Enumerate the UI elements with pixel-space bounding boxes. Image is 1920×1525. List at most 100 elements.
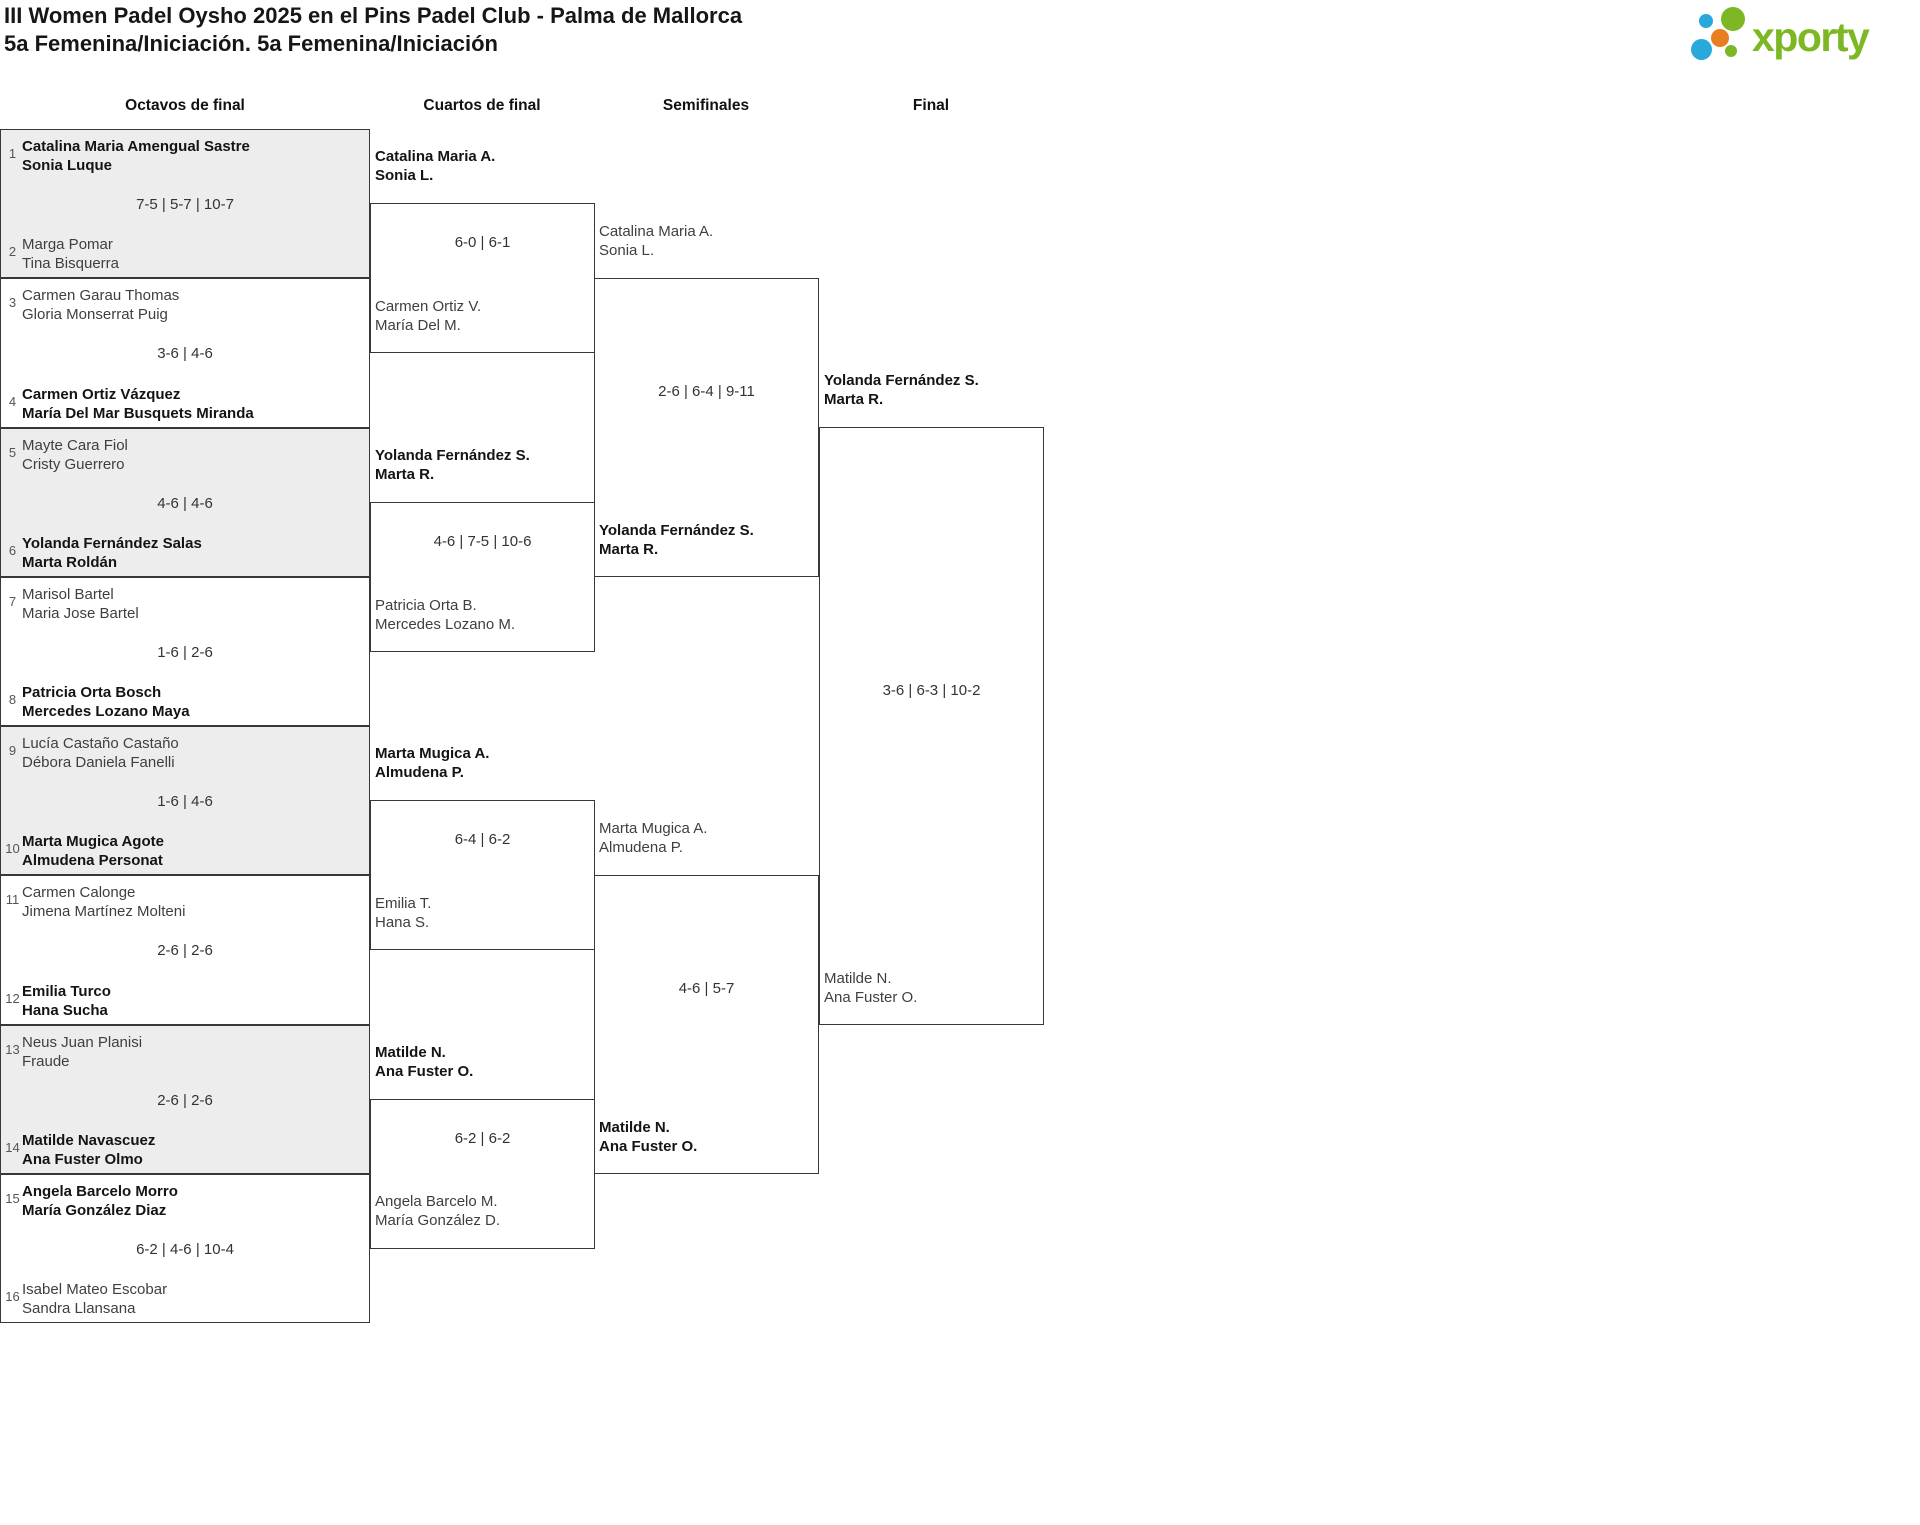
player-name: Hana Sucha [22,1002,108,1019]
seed-number: 15 [5,1191,20,1206]
player-name: María Del Mar Busquets Miranda [22,405,254,422]
player-name: Almudena P. [375,764,464,781]
logo-dot-green-large [1721,7,1745,31]
seed-number: 3 [8,295,17,310]
match-score: 3-6 | 6-3 | 10-2 [882,682,981,699]
match-score: 2-6 | 2-6 [157,942,213,959]
player-name: Matilde N. [824,970,892,987]
r16-match-2: 3 Carmen Garau Thomas Gloria Monserrat P… [0,278,370,428]
team-name: Emilia Turco Hana Sucha [22,982,111,1020]
qf-team-label: Marta Mugica A. Almudena P. [375,744,489,782]
player-name: Tina Bisquerra [22,255,119,272]
player-name: Emilia T. [375,895,432,912]
seed-number: 5 [8,445,17,460]
r16-match-1: 1 Catalina Maria Amengual Sastre Sonia L… [0,129,370,278]
player-name: María González Diaz [22,1202,167,1219]
qf-team-label: Catalina Maria A. Sonia L. [375,147,495,185]
player-name: Matilde N. [599,1119,670,1136]
match-score: 4-6 | 4-6 [157,495,213,512]
team-name: Matilde Navascuez Ana Fuster Olmo [22,1131,155,1169]
seed-number: 8 [8,692,17,707]
player-name: María Del M. [375,317,461,334]
team-name: Carmen Garau Thomas Gloria Monserrat Pui… [22,286,179,324]
player-name: Yolanda Fernández S. [599,522,754,539]
player-name: Catalina Maria A. [375,148,496,165]
player-name: Marta R. [375,466,435,483]
seed-number: 4 [8,394,17,409]
team-name: Isabel Mateo Escobar Sandra Llansana [22,1280,167,1318]
logo-dot-blue-large [1691,39,1712,60]
seed-number: 16 [5,1289,20,1304]
player-name: Yolanda Fernández Salas [22,535,202,552]
player-name: Ana Fuster O. [824,989,918,1006]
player-name: Gloria Monserrat Puig [22,306,168,323]
logo-dot-orange [1711,29,1729,47]
player-name: Carmen Garau Thomas [22,287,180,304]
player-name: Mercedes Lozano Maya [22,703,190,720]
final-team-label: Yolanda Fernández S. Marta R. [824,371,979,409]
match-score: 3-6 | 4-6 [157,345,213,362]
seed-number: 10 [5,841,20,856]
final-team-label: Matilde N. Ana Fuster O. [824,969,917,1007]
column-header-octavos: Octavos de final [125,97,245,114]
player-name: Sonia L. [599,242,655,259]
player-name: Patricia Orta B. [375,597,477,614]
player-name: Lucía Castaño Castaño [22,735,179,752]
match-score: 6-2 | 4-6 | 10-4 [136,1241,234,1258]
player-name: Yolanda Fernández S. [375,447,530,464]
player-name: Sandra Llansana [22,1300,136,1317]
seed-number: 2 [8,244,17,259]
match-score: 6-2 | 6-2 [454,1130,511,1147]
player-name: Marta R. [599,541,659,558]
r16-match-7: 13 Neus Juan Planisi Fraude 2-6 | 2-6 14… [0,1025,370,1174]
logo-dot-green-small [1725,45,1737,57]
r16-match-6: 11 Carmen Calonge Jimena Martínez Molten… [0,875,370,1025]
logo-dot-blue-small [1699,14,1713,28]
match-score: 1-6 | 4-6 [157,793,213,810]
seed-number: 12 [5,991,20,1006]
player-name: Ana Fuster Olmo [22,1151,143,1168]
player-name: Marta Roldán [22,554,118,571]
column-header-semifinales: Semifinales [662,97,750,114]
player-name: Ana Fuster O. [375,1063,474,1080]
player-name: Ana Fuster O. [599,1138,698,1155]
player-name: Marga Pomar [22,236,113,253]
player-name: Marta Mugica Agote [22,833,164,850]
team-name: Carmen Calonge Jimena Martínez Molteni [22,883,185,921]
match-score: 6-0 | 6-1 [454,234,511,251]
team-name: Angela Barcelo Morro María González Diaz [22,1182,178,1220]
sf-team-label: Catalina Maria A. Sonia L. [599,222,713,260]
player-name: Angela Barcelo M. [375,1193,498,1210]
team-name: Mayte Cara Fiol Cristy Guerrero [22,436,128,474]
team-name: Marisol Bartel Maria Jose Bartel [22,585,139,623]
qf-team-label: Emilia T. Hana S. [375,894,431,932]
player-name: Carmen Ortiz Vázquez [22,386,181,403]
r16-match-5: 9 Lucía Castaño Castaño Débora Daniela F… [0,726,370,875]
sf-team-label: Yolanda Fernández S. Marta R. [599,521,754,559]
column-header-cuartos: Cuartos de final [423,97,541,114]
qf-team-label: Patricia Orta B. Mercedes Lozano M. [375,596,515,634]
player-name: Carmen Calonge [22,884,136,901]
seed-number: 9 [8,743,17,758]
xporty-logo[interactable] [1690,5,1900,67]
player-name: Marta Mugica A. [375,745,490,762]
team-name: Lucía Castaño Castaño Débora Daniela Fan… [22,734,179,772]
player-name: Sonia L. [375,167,434,184]
match-score: 4-6 | 7-5 | 10-6 [433,533,532,550]
match-score: 2-6 | 6-4 | 9-11 [658,383,755,400]
match-score: 6-4 | 6-2 [454,831,511,848]
player-name: Matilde Navascuez [22,1132,156,1149]
logo-wordmark[interactable]: xporty [1752,14,1870,60]
page-title: III Women Padel Oysho 2025 en el Pins Pa… [4,3,743,28]
player-name: Isabel Mateo Escobar [22,1281,168,1298]
seed-number: 7 [8,594,17,609]
r16-match-4: 7 Marisol Bartel Maria Jose Bartel 1-6 |… [0,577,370,726]
sf-team-label: Marta Mugica A. Almudena P. [599,819,707,857]
qf-team-label: Carmen Ortiz V. María Del M. [375,297,481,335]
team-name: Catalina Maria Amengual Sastre Sonia Luq… [22,137,250,175]
sf-match-2-box [594,875,819,1174]
seed-number: 11 [5,892,20,907]
player-name: Mayte Cara Fiol [22,437,128,454]
player-name: Angela Barcelo Morro [22,1183,178,1200]
